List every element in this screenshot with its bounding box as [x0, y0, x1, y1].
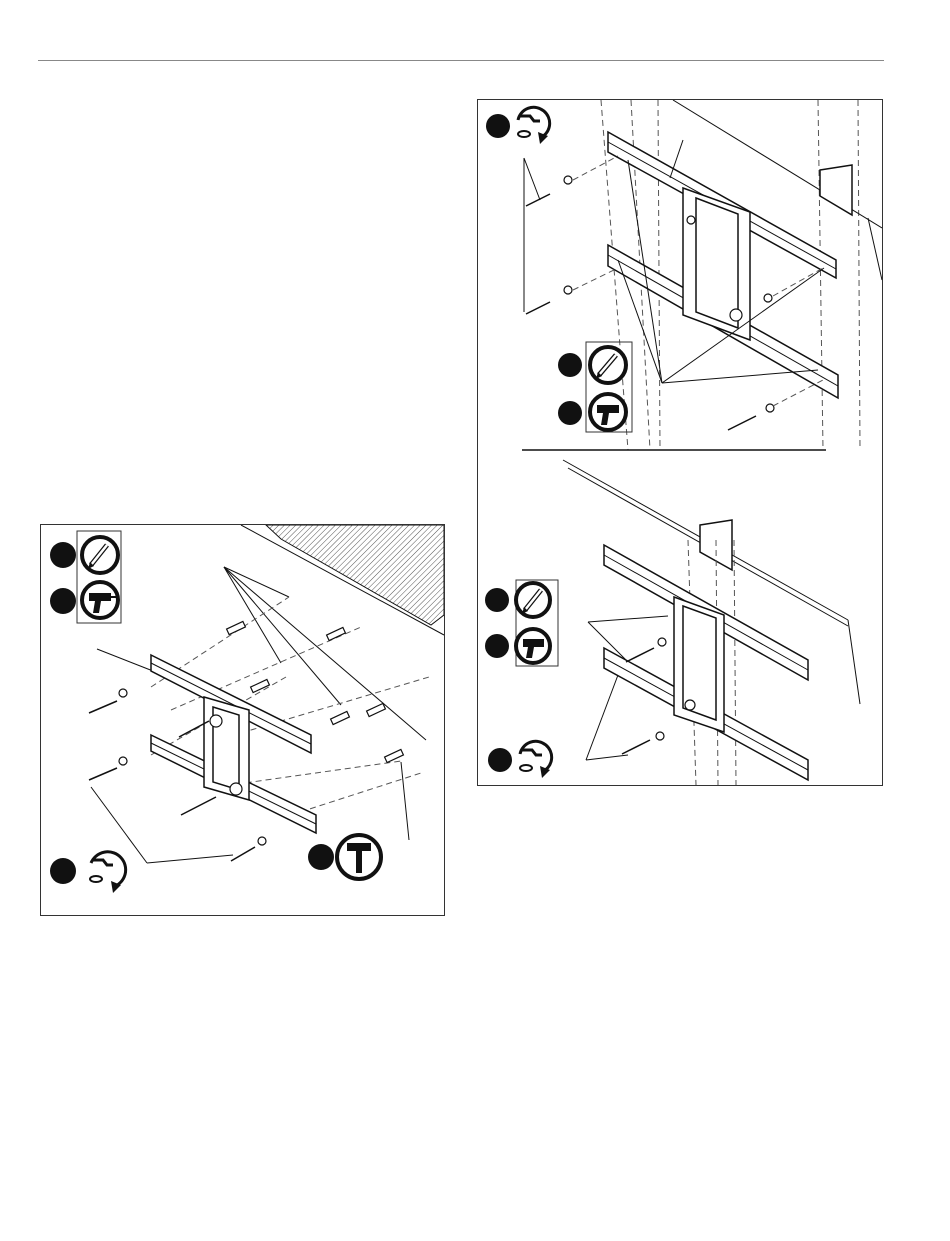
screw-leader-a — [91, 787, 147, 863]
right-figure-drawing — [478, 100, 882, 785]
wrench-rotate-icon — [518, 107, 550, 144]
alignment-dashes — [151, 597, 429, 815]
bottom-figure — [485, 460, 860, 785]
bottom-pencil-step-icon — [485, 583, 550, 617]
top-pencil-step-icon — [558, 347, 626, 383]
wall-stud — [820, 165, 852, 215]
right-installation-figure — [477, 99, 883, 786]
page-header-rule — [38, 60, 884, 61]
bottom-wrench-step-icon — [488, 741, 552, 778]
drill-step-icon — [50, 582, 118, 618]
wall-surface — [266, 525, 444, 625]
wrench-rotate-icon — [520, 741, 552, 778]
wrench-rotate-icon — [90, 852, 126, 893]
left-installation-figure — [40, 524, 445, 916]
left-figure-drawing — [41, 525, 444, 915]
top-wrench-step-icon — [486, 107, 550, 144]
hammer-step-icon — [308, 835, 381, 879]
screw-leader-b — [147, 855, 233, 863]
wrench-step-icon — [50, 852, 126, 893]
top-drill-step-icon — [558, 394, 626, 430]
top-figure — [486, 100, 882, 450]
bottom-drill-step-icon — [485, 629, 550, 663]
